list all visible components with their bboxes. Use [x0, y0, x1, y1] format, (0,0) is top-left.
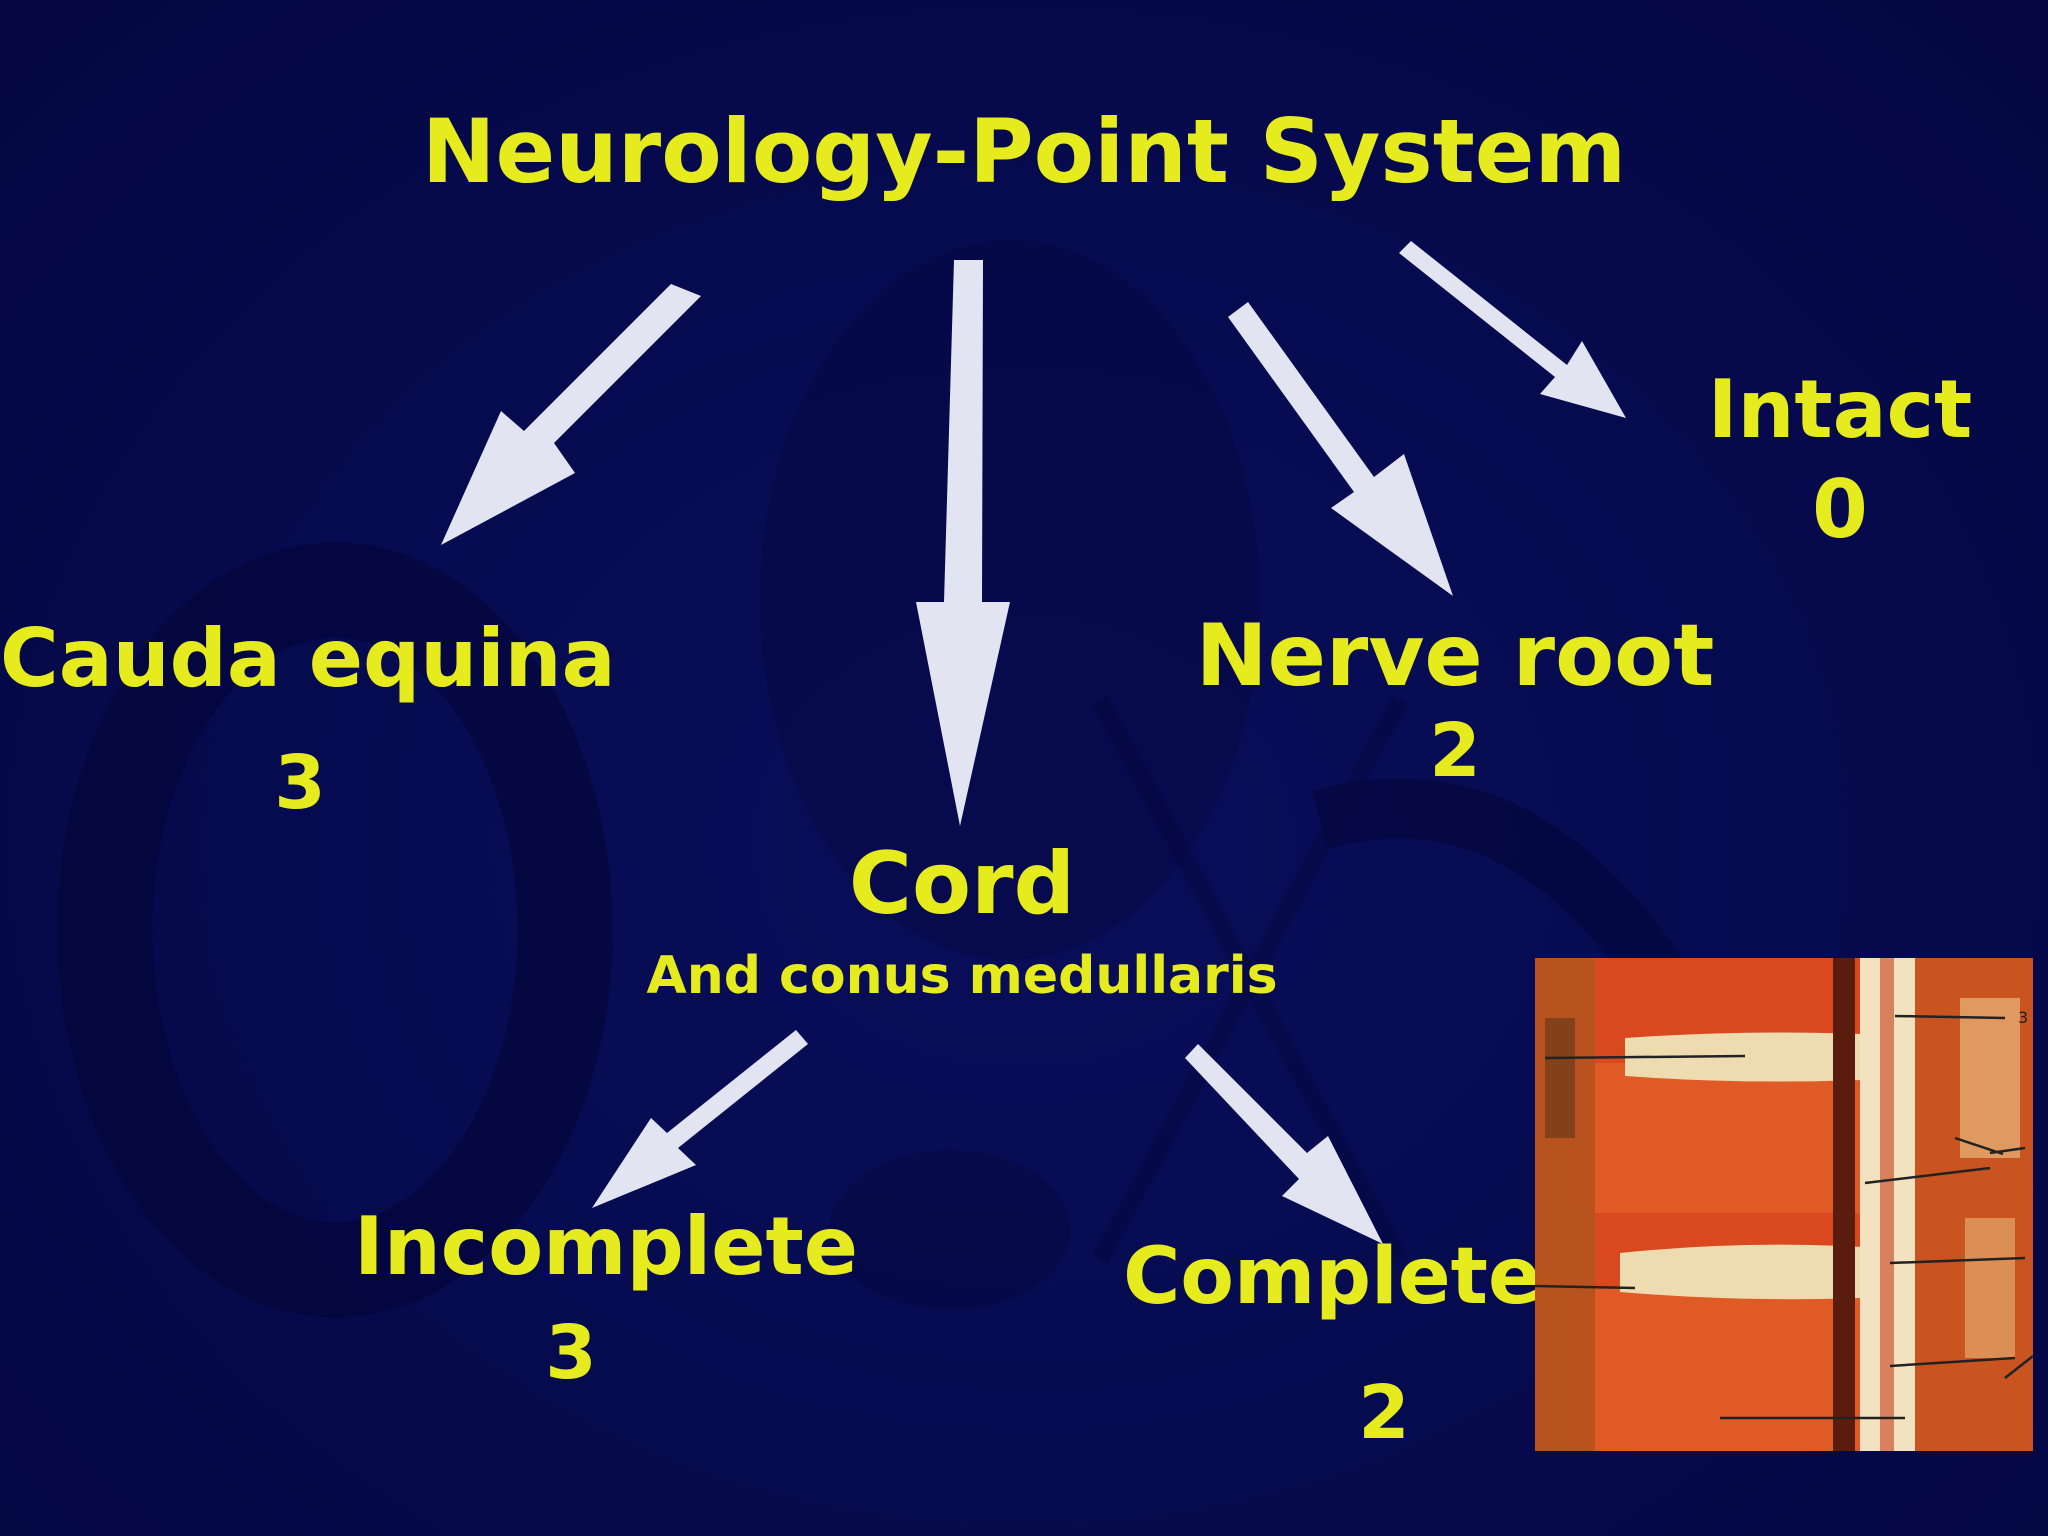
- nerve-root-label: Nerve root: [1195, 606, 1715, 706]
- arrow-to-incomplete: [592, 1030, 808, 1208]
- intact-label: Intact: [1707, 363, 1973, 456]
- arrow-to-intact: [1399, 241, 1626, 418]
- arrow-to-nerve-root: [1228, 302, 1453, 596]
- intact-points: 0: [1812, 463, 1868, 556]
- arrow-to-cauda-equina: [441, 284, 701, 545]
- intact-node: Intact 0: [1640, 360, 2040, 560]
- photo-label-fragment: 3: [2018, 1008, 2028, 1027]
- nerve-root-points: 2: [1429, 708, 1481, 794]
- cauda-equina-points: 3: [274, 740, 326, 826]
- cord-sublabel: And conus medullaris: [646, 946, 1278, 1006]
- incomplete-points: 3: [545, 1310, 597, 1396]
- arrow-to-cord: [916, 260, 1010, 826]
- spine-section-photo: 3: [1535, 958, 2033, 1451]
- cauda-equina-label: Cauda equina: [0, 612, 616, 705]
- complete-points: 2: [1358, 1370, 1410, 1456]
- incomplete-label: Incomplete: [354, 1200, 858, 1293]
- page-title: Neurology-Point System: [421, 100, 1627, 203]
- arrow-to-complete: [1185, 1044, 1383, 1244]
- complete-label: Complete: [1123, 1232, 1541, 1322]
- cord-label: Cord: [848, 834, 1076, 934]
